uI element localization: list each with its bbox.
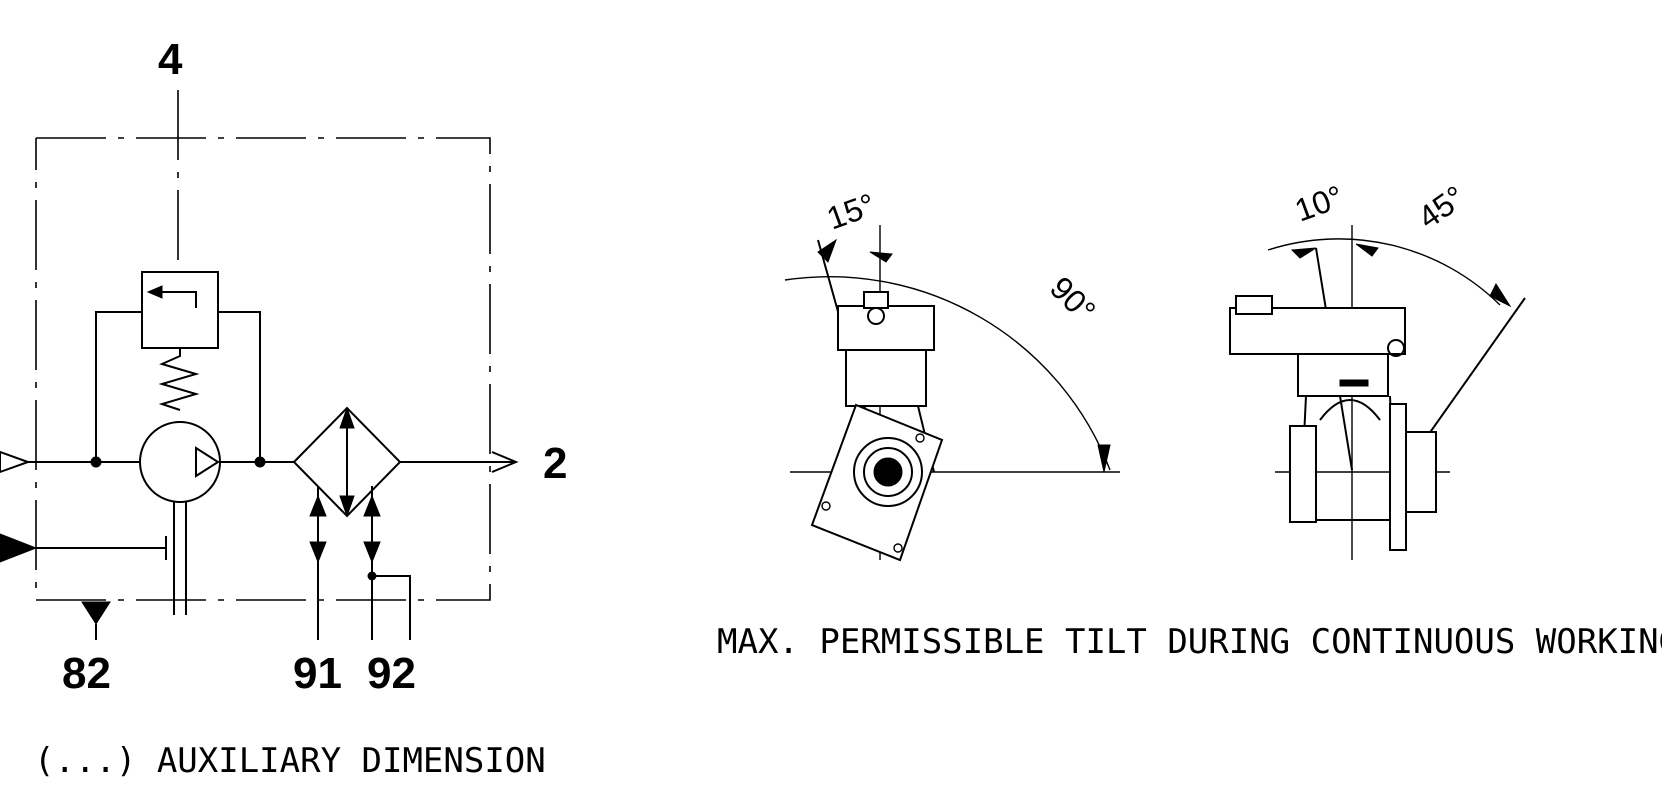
- port-label-4: 4: [158, 35, 183, 84]
- tilt-caption: MAX. PERMISSIBLE TILT DURING CONTINUOUS …: [717, 622, 1662, 662]
- compressor-right: [1229, 295, 1437, 551]
- port-label-92: 92: [367, 649, 416, 698]
- outlet-arrow: [491, 451, 519, 473]
- angle-label-10: 10°: [1290, 178, 1348, 228]
- inlet-triangle: [0, 450, 31, 474]
- auxiliary-dimension-note: (...) AUXILIARY DIMENSION: [34, 741, 546, 781]
- filter-symbol: [292, 406, 411, 640]
- compressor-left: [810, 291, 944, 562]
- pump-symbol: [139, 421, 221, 615]
- tilt-view-right: 10° 45°: [1229, 178, 1526, 560]
- angle-label-45: 45°: [1411, 178, 1471, 235]
- enclosure-boundary: [35, 137, 491, 601]
- port-label-82: 82: [62, 649, 111, 698]
- inlet-black-triangle: [0, 533, 38, 563]
- tilt-view-left: 15° 90°: [784, 186, 1120, 562]
- angle-label-90: 90°: [1043, 269, 1103, 329]
- tilt-arc-right: [1267, 238, 1501, 306]
- relief-valve-symbol: [95, 271, 261, 462]
- drain-triangle: [81, 601, 111, 625]
- port-label-91: 91: [293, 649, 342, 698]
- hydraulic-schematic: 4 2: [0, 35, 567, 781]
- angle-label-15: 15°: [822, 186, 880, 236]
- tilt-arc-left: [784, 275, 1111, 471]
- port-label-2: 2: [543, 439, 567, 488]
